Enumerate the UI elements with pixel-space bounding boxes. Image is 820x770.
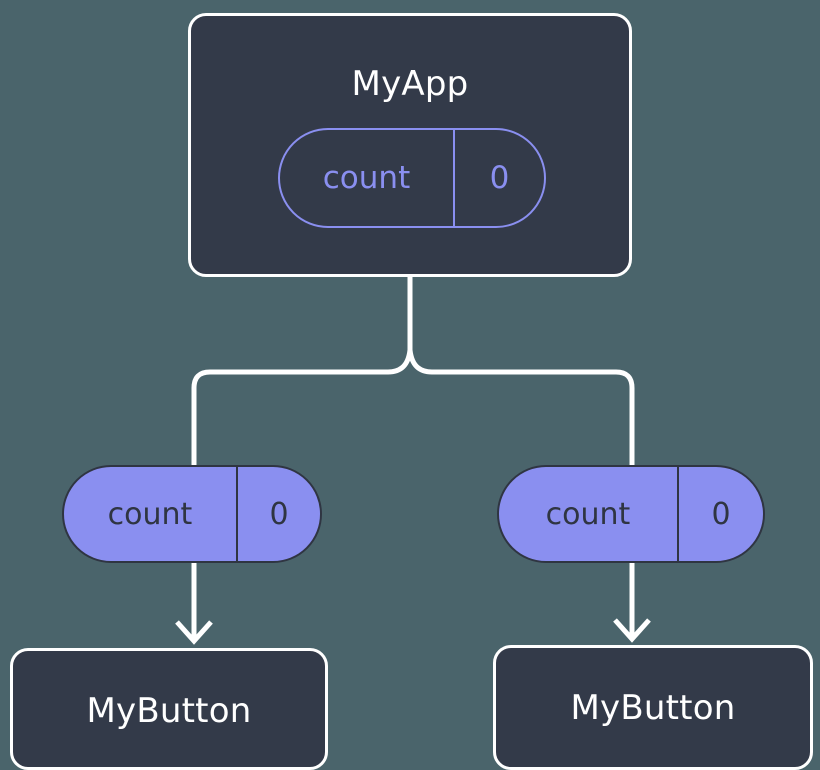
prop-pill-count-left[interactable]: count 0 xyxy=(62,465,322,563)
arrow-head-left-icon xyxy=(175,620,213,645)
state-pill-count[interactable]: count 0 xyxy=(278,128,546,228)
prop-pill-value: 0 xyxy=(677,467,763,561)
connector-branch-left xyxy=(191,349,413,485)
state-pill-value: 0 xyxy=(453,130,544,226)
arrow-head-right-icon xyxy=(613,618,651,643)
prop-pill-count-right[interactable]: count 0 xyxy=(497,465,765,563)
component-label-myapp: MyApp xyxy=(351,64,469,104)
state-pill-key: count xyxy=(322,160,411,196)
connector-branch-right xyxy=(407,349,635,485)
prop-pill-key: count xyxy=(545,496,631,532)
component-label-mybutton-left: MyButton xyxy=(86,691,252,731)
component-node-mybutton-right[interactable]: MyButton xyxy=(493,645,813,770)
prop-pill-value: 0 xyxy=(236,467,320,561)
component-label-mybutton-right: MyButton xyxy=(570,688,736,728)
component-node-mybutton-left[interactable]: MyButton xyxy=(10,648,328,770)
prop-pill-key: count xyxy=(107,496,193,532)
